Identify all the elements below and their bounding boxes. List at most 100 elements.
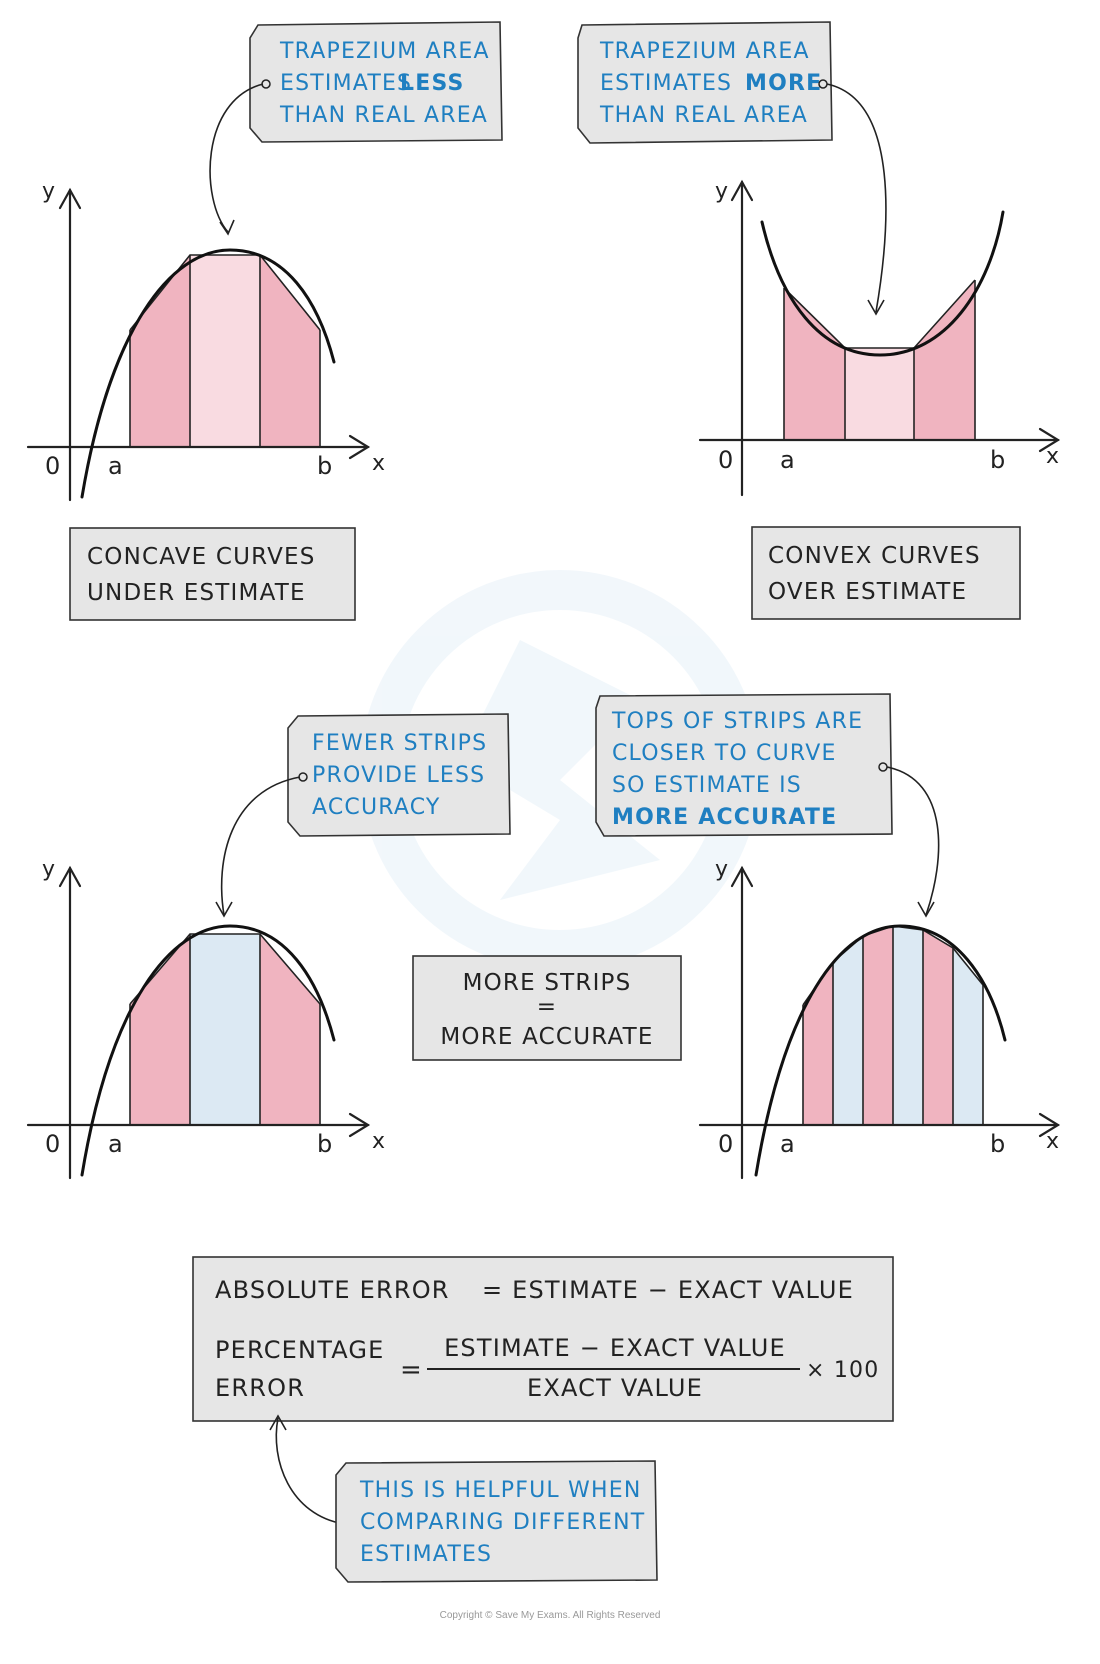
origin-label: 0 <box>718 446 734 474</box>
strip <box>914 280 975 440</box>
callout-more-emphasis: MORE ACCURATE <box>612 805 837 830</box>
y-label: y <box>715 857 729 882</box>
x-label: x <box>1046 444 1060 469</box>
y-axis-arrowhead <box>58 187 82 210</box>
a-label: a <box>108 1130 124 1158</box>
origin-label: 0 <box>45 1130 61 1158</box>
panel-concave: TRAPEZIUM AREA ESTIMATES LESS THAN REAL … <box>26 21 503 621</box>
callout-convex: TRAPEZIUM AREA ESTIMATES MORE THAN REAL … <box>577 21 833 144</box>
b-label: b <box>317 1130 333 1158</box>
b-label: b <box>317 452 333 480</box>
caption-convex-line2: OVER ESTIMATE <box>768 579 967 605</box>
y-axis-arrowhead <box>730 865 754 888</box>
strip <box>845 348 914 440</box>
x-axis-arrowhead <box>348 1112 371 1138</box>
y-label: y <box>42 179 56 204</box>
more-strips-line2: MORE ACCURATE <box>440 1024 653 1050</box>
caption-concave: CONCAVE CURVES UNDER ESTIMATE <box>69 527 356 621</box>
panel-more-strips: TOPS OF STRIPS ARE CLOSER TO CURVE SO ES… <box>595 693 1061 1180</box>
note-line1: THIS IS HELPFUL WHEN <box>359 1478 642 1503</box>
percentage-equals: = <box>400 1355 423 1385</box>
absolute-error-rhs: = ESTIMATE − EXACT VALUE <box>482 1276 854 1304</box>
a-label: a <box>780 1130 796 1158</box>
strip <box>893 926 923 1125</box>
y-label: y <box>715 179 729 204</box>
callout-concave-line2: ESTIMATES <box>280 71 412 96</box>
strip <box>190 934 260 1125</box>
b-label: b <box>990 446 1006 474</box>
strip <box>190 255 260 447</box>
callout-concave: TRAPEZIUM AREA ESTIMATES LESS THAN REAL … <box>249 21 503 143</box>
callout-more-line1: TOPS OF STRIPS ARE <box>611 709 863 734</box>
strip <box>803 962 833 1125</box>
y-label: y <box>42 857 56 882</box>
callout-concave-emphasis: LESS <box>400 71 465 96</box>
strip <box>833 936 863 1125</box>
concave-curve <box>80 924 336 1177</box>
y-axis-arrowhead <box>58 865 82 888</box>
callout-fewer-line2: PROVIDE LESS <box>312 763 485 788</box>
concave-curve <box>754 924 1007 1177</box>
trapezium-tops <box>129 933 321 1005</box>
absolute-error-label: ABSOLUTE ERROR <box>215 1276 450 1304</box>
note-line3: ESTIMATES <box>360 1542 492 1567</box>
fraction-denominator: EXACT VALUE <box>527 1374 703 1402</box>
copyright-text: Copyright © Save My Exams. All Rights Re… <box>440 1610 661 1621</box>
callout-arrow <box>886 766 940 916</box>
caption-convex: CONVEX CURVES OVER ESTIMATE <box>751 526 1021 620</box>
percentage-error-label-2: ERROR <box>215 1374 305 1402</box>
helpful-note: THIS IS HELPFUL WHEN COMPARING DIFFERENT… <box>335 1460 658 1583</box>
origin-label: 0 <box>718 1130 734 1158</box>
x-label: x <box>372 1129 386 1154</box>
caption-concave-line2: UNDER ESTIMATE <box>87 580 306 606</box>
origin-label: 0 <box>45 452 61 480</box>
caption-convex-line1: CONVEX CURVES <box>768 543 981 569</box>
callout-concave-line1: TRAPEZIUM AREA <box>279 39 490 64</box>
x-label: x <box>372 451 386 476</box>
callout-arrowhead <box>917 901 935 918</box>
fraction-numerator: ESTIMATE − EXACT VALUE <box>444 1334 786 1362</box>
y-axis-arrowhead <box>730 179 754 202</box>
b-label: b <box>990 1130 1006 1158</box>
note-arrow <box>275 1417 345 1525</box>
callout-fewer-line3: ACCURACY <box>312 795 441 820</box>
callout-arrowhead <box>215 901 233 918</box>
note-arrowhead <box>269 1414 287 1431</box>
convex-curve <box>760 210 1005 357</box>
note-line2: COMPARING DIFFERENT <box>360 1510 645 1535</box>
callout-arrow <box>826 83 887 313</box>
callout-arrow <box>220 776 301 916</box>
panel-fewer-strips: FEWER STRIPS PROVIDE LESS ACCURACY y x 0… <box>26 713 511 1180</box>
caption-concave-line1: CONCAVE CURVES <box>87 544 316 570</box>
a-label: a <box>108 452 124 480</box>
panel-convex: TRAPEZIUM AREA ESTIMATES MORE THAN REAL … <box>577 21 1061 620</box>
formula-box: ABSOLUTE ERROR = ESTIMATE − EXACT VALUE … <box>192 1256 894 1422</box>
x-axis-arrowhead <box>1038 1112 1061 1138</box>
callout-concave-line3: THAN REAL AREA <box>279 103 488 128</box>
callout-arrowhead <box>867 299 885 316</box>
callout-convex-line2: ESTIMATES <box>600 71 732 96</box>
callout-arrow <box>209 83 264 233</box>
strip <box>784 288 845 440</box>
callout-convex-line1: TRAPEZIUM AREA <box>599 39 810 64</box>
strip <box>953 948 983 1125</box>
callout-fewer-line1: FEWER STRIPS <box>312 731 487 756</box>
callout-fewer: FEWER STRIPS PROVIDE LESS ACCURACY <box>287 713 511 837</box>
strip <box>260 934 320 1125</box>
callout-arrowhead <box>219 219 235 236</box>
x-axis-arrowhead <box>348 434 371 460</box>
callout-more: TOPS OF STRIPS ARE CLOSER TO CURVE SO ES… <box>595 693 893 837</box>
strip <box>923 930 953 1125</box>
trapezium-tops <box>783 279 976 349</box>
strip <box>130 934 190 1125</box>
times-hundred: × 100 <box>806 1358 879 1383</box>
callout-more-line2: CLOSER TO CURVE <box>612 741 837 766</box>
x-axis-arrowhead <box>1038 427 1061 453</box>
strip <box>260 255 320 447</box>
a-label: a <box>780 446 796 474</box>
more-strips-line1: MORE STRIPS <box>463 970 632 996</box>
callout-convex-line3: THAN REAL AREA <box>599 103 808 128</box>
x-label: x <box>1046 1129 1060 1154</box>
concave-curve <box>80 248 336 499</box>
